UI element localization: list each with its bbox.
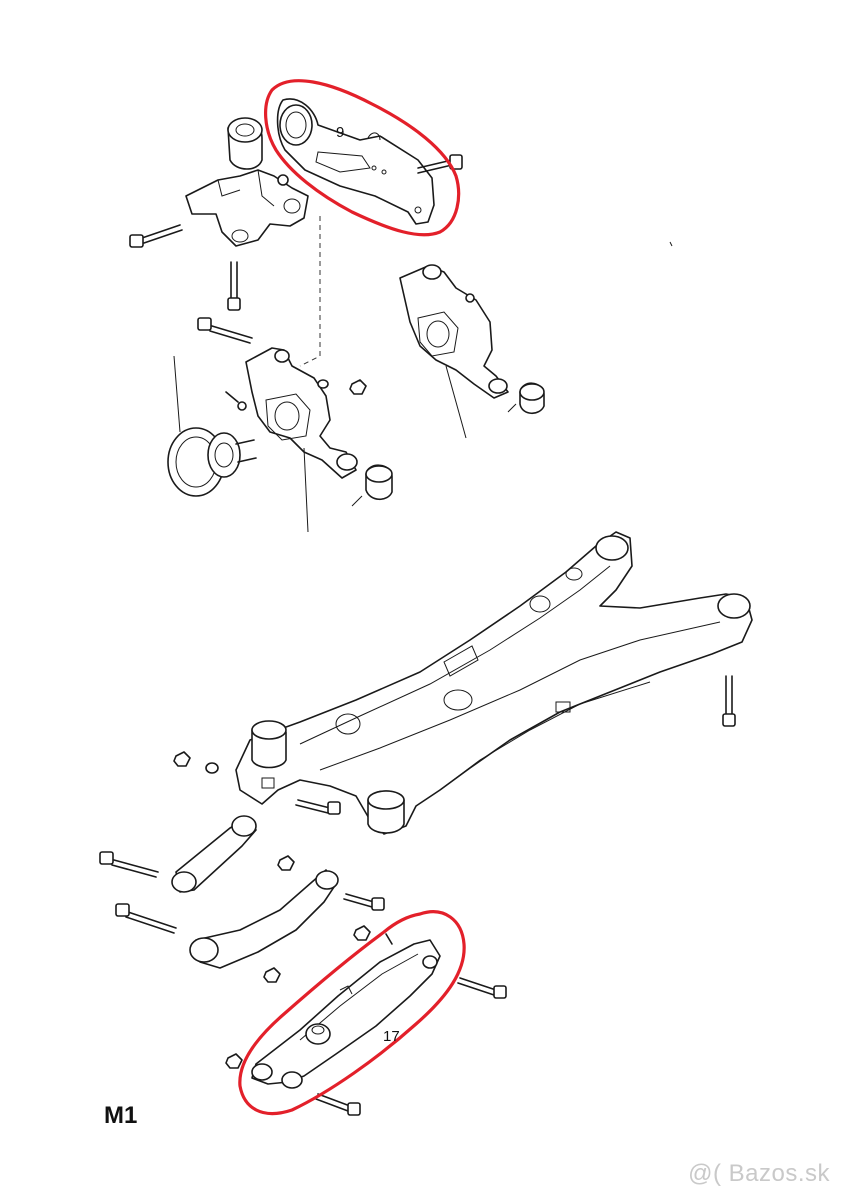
assembly-guide-line	[299, 216, 321, 367]
bolt-toe-link	[99, 851, 159, 878]
toe-link	[171, 815, 257, 893]
callout-9: 9	[336, 124, 344, 141]
fasteners-subframe-left	[173, 751, 341, 815]
bolt-control-arm-bottom	[225, 1053, 361, 1116]
rear-subframe	[235, 531, 753, 835]
knuckle-right	[399, 264, 509, 399]
wheel-hub	[167, 427, 257, 497]
bolt-knuckle-upper	[197, 317, 253, 344]
lower-control-arm-part	[251, 939, 441, 1089]
camber-link	[189, 869, 339, 969]
watermark-logo-icon: @(	[688, 1160, 722, 1187]
upper-arm-part	[276, 98, 435, 225]
page-label: M1	[104, 1102, 138, 1129]
bolt-control-arm-right	[457, 977, 507, 999]
bushing-mid-left	[365, 464, 393, 501]
callout-17: 17	[383, 1028, 400, 1045]
bolt-vertical	[227, 261, 241, 311]
watermark-text: Bazos.sk	[728, 1160, 830, 1187]
highlight-circle-lower-arm	[238, 910, 466, 1116]
knuckle-left	[245, 347, 358, 479]
bolt-camber-link	[115, 903, 177, 934]
fasteners-lower-mid	[263, 855, 393, 983]
leader-lines	[173, 241, 673, 533]
highlight-circle-upper-arm	[264, 79, 461, 237]
watermark: @( Bazos.sk	[688, 1160, 830, 1188]
bushing-top	[227, 117, 263, 170]
small-fasteners-mid	[225, 379, 367, 411]
bolt-subframe-right	[722, 675, 736, 727]
bracket-top	[185, 169, 309, 247]
bolt-bracket-left	[129, 224, 183, 248]
bushing-mid-right	[519, 382, 545, 415]
